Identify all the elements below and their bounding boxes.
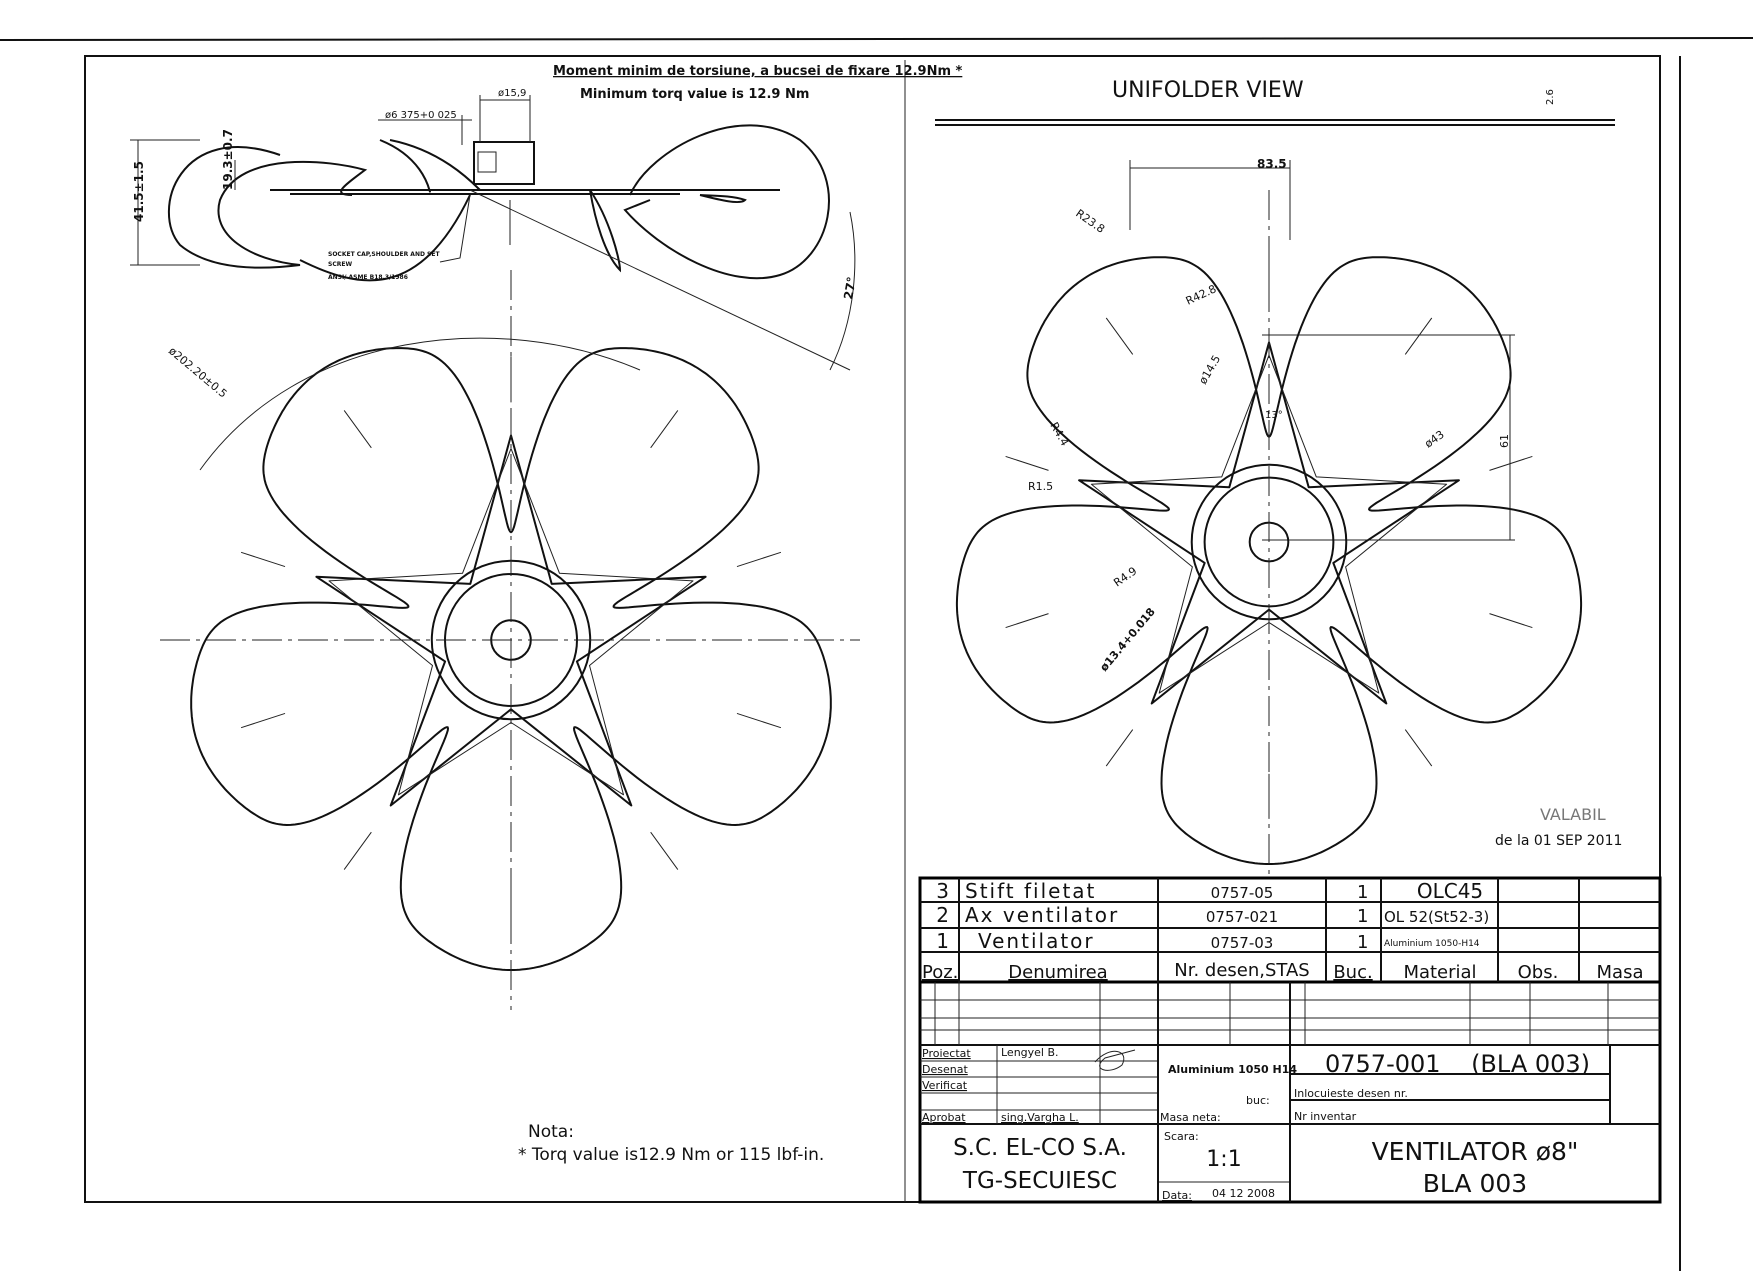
blade-center-line [736, 551, 782, 568]
fan-unifolder-view [955, 190, 1583, 880]
part-qty: 1 [1357, 906, 1368, 927]
valid-stamp-date: de la 01 SEP 2011 [1495, 833, 1622, 849]
title-block [918, 876, 1662, 1204]
valid-stamp: VALABIL [1540, 805, 1606, 824]
blade-center-line [650, 831, 679, 870]
dim-diameter: ø202.20±0.5 [166, 344, 229, 400]
note-title: Nota: [528, 1122, 574, 1142]
dim-height: 41.5±1.5 [132, 161, 146, 222]
screw-note: SOCKET CAP,SHOULDER AND SET [328, 251, 440, 258]
header-poz: Poz. [922, 962, 958, 983]
part-drawing: 0757-05 [1211, 884, 1274, 902]
part-material: OL 52(St52-3) [1384, 908, 1489, 926]
torque-note-en: Minimum torq value is 12.9 Nm [580, 87, 809, 102]
label-scale: Scara: [1164, 1130, 1199, 1143]
part-name: Ax ventilator [965, 903, 1119, 927]
blade-center-line [1105, 729, 1134, 767]
drawing-title: VENTILATOR ø8" [1372, 1137, 1579, 1166]
blade-center-line [343, 410, 372, 449]
header-obs: Obs. [1518, 962, 1559, 983]
dim-61: 61 [1498, 434, 1511, 448]
label-verificat: Verificat [922, 1079, 968, 1092]
header-qty: Buc. [1333, 962, 1372, 983]
label-desenat: Desenat [922, 1063, 968, 1076]
header-drawing: Nr. desen,STAS [1174, 960, 1310, 981]
part-poz: 3 [936, 879, 949, 903]
dim-r15: R1.5 [1028, 480, 1053, 493]
dim-width: 83.5 [1257, 157, 1287, 171]
unifolder-title: UNIFOLDER VIEW [1112, 78, 1304, 103]
part-material: OLC45 [1417, 879, 1483, 903]
blade-center-line [240, 712, 286, 729]
label-buc: buc: [1246, 1094, 1270, 1107]
approver-name: sing.Vargha L. [1001, 1111, 1079, 1124]
part-qty: 1 [1357, 882, 1368, 903]
label-date: Data: [1162, 1189, 1192, 1202]
blade-center-line [1105, 317, 1134, 355]
dim-angle: 27° [841, 276, 859, 301]
fan-outline [190, 347, 832, 971]
blade-center-line [1404, 317, 1433, 355]
company-city: TG-SECUIESC [962, 1168, 1117, 1194]
part-qty: 1 [1357, 932, 1368, 953]
part-material: Aluminium 1050-H14 [1384, 939, 1480, 949]
dim-r49: R4.9 [1111, 564, 1139, 589]
sheet-top-edge [0, 37, 1753, 41]
unifolder-side [935, 119, 1615, 541]
star-rib-inner [1090, 354, 1448, 694]
drawing-subtitle: BLA 003 [1423, 1169, 1527, 1198]
dim-d1: ø14.5 [1196, 353, 1223, 387]
scale-value: 1:1 [1206, 1147, 1241, 1172]
part-poz: 1 [936, 929, 949, 953]
part-poz: 2 [936, 903, 949, 927]
dim-r2: R42.8 [1184, 282, 1219, 307]
signature [1094, 1049, 1136, 1071]
screw-note: SCREW [328, 261, 352, 268]
label-inventory: Nr inventar [1294, 1110, 1357, 1123]
designer-name: Lengyel B. [1001, 1046, 1059, 1059]
company-name: S.C. EL-CO S.A. [953, 1135, 1127, 1161]
part-name: Stift filetat [965, 879, 1096, 903]
drawing-frame [84, 55, 1661, 1203]
header-material: Material [1403, 962, 1476, 983]
fan-outline [955, 256, 1583, 865]
dim-d2: ø43 [1422, 428, 1446, 451]
note-text: * Torq value is12.9 Nm or 115 lbf-in. [518, 1145, 824, 1165]
dim-thickness: 2.6 [1545, 89, 1556, 105]
blade-center-line [240, 551, 286, 568]
blade-center-line [736, 712, 782, 729]
header-mass: Masa [1597, 962, 1644, 983]
blade-center-line [1489, 455, 1533, 471]
date-value: 04 12 2008 [1212, 1187, 1275, 1200]
dim-bore-unifolder: ø13.4+0.018 [1097, 605, 1158, 674]
blade-center-line [1005, 455, 1049, 471]
blade-center-line [343, 831, 372, 870]
material-spec: Aluminium 1050 H14 [1168, 1063, 1297, 1076]
blade-center-line [650, 410, 679, 449]
side-view: ø15,9 ø6 375+0 025 41.5±1.5 19.3±0.7 27°… [130, 88, 859, 371]
dim-shaft: ø6 375+0 025 [385, 110, 457, 121]
part-name: Ventilator [978, 929, 1095, 953]
label-aprobat: Aprobat [922, 1111, 966, 1124]
blade-center-line [1005, 613, 1049, 629]
label-proiectat: Proiectat [922, 1047, 971, 1060]
dim-r1: R23.8 [1073, 207, 1107, 236]
header-name: Denumirea [1008, 962, 1107, 983]
diameter-arc [199, 337, 641, 471]
label-masa-neta: Masa neta: [1160, 1111, 1221, 1124]
blade-center-line [1489, 613, 1533, 629]
label-replaces: Inlocuieste desen nr. [1294, 1087, 1408, 1100]
part-drawing: 0757-021 [1206, 908, 1278, 926]
part-drawing: 0757-03 [1211, 934, 1274, 952]
fan-front-view [160, 270, 860, 1010]
dim-angle-13: 13° [1265, 410, 1283, 421]
torque-note-ro: Moment minim de torsiune, a bucsei de fi… [553, 64, 963, 79]
blade-center-line [1404, 729, 1433, 767]
dim-blade-height: 19.3±0.7 [221, 129, 235, 190]
dim-bore: ø15,9 [498, 88, 526, 99]
screw-note: ANSI/ ASME B18.3/1986 [328, 274, 408, 281]
drawing-number: 0757-001 (BLA 003) [1325, 1050, 1590, 1078]
